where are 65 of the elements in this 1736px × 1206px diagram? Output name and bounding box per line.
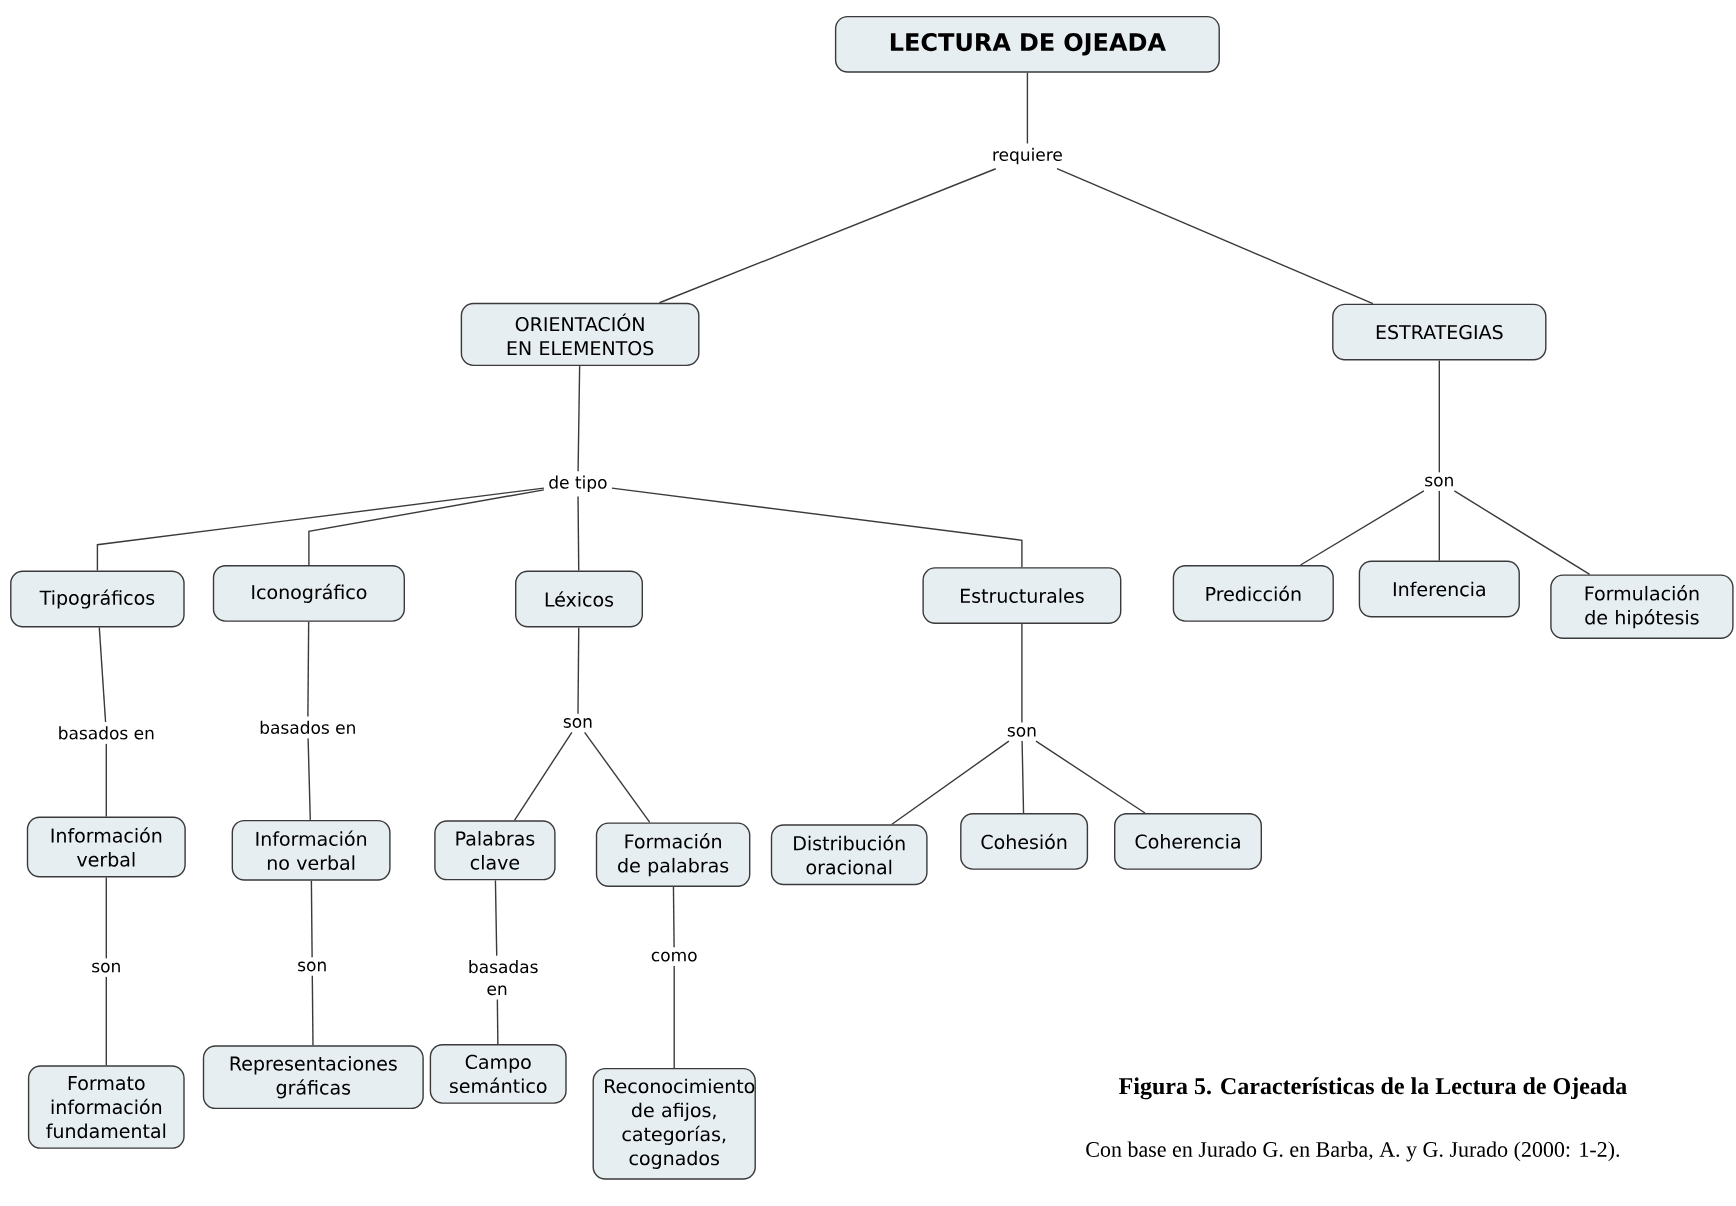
concept-box: Palabras clave: [434, 820, 556, 881]
connector-line: [105, 876, 107, 960]
connector-line: [891, 740, 1010, 825]
concept-box: Información verbal: [26, 816, 186, 878]
concept-box: Información no verbal: [231, 819, 391, 881]
concept-box: Reconocimiento de afijos, categorías, cognados: [592, 1067, 756, 1180]
concept-box: Formación de palabras: [595, 822, 751, 887]
linking-phrase: son: [293, 957, 332, 976]
connector-line: [673, 965, 675, 1069]
concept-box: ESTRATEGIAS: [1332, 303, 1547, 361]
connector-line: [1026, 72, 1029, 145]
concept-box: Distribución oracional: [770, 824, 928, 886]
connector-line: [105, 976, 107, 1067]
concept-box: Léxicos: [515, 570, 643, 628]
title-box: LECTURA DE OJEADA: [834, 15, 1220, 73]
concept-box: Representaciones gráficas: [202, 1045, 424, 1110]
connector-line: [611, 487, 1023, 568]
connector-line: [105, 743, 107, 818]
connector-line: [1056, 168, 1374, 305]
concept-box: Estructurales: [922, 567, 1122, 624]
concept-box: Tipográficos: [10, 570, 185, 628]
connector-line: [577, 365, 581, 472]
connector-line: [1035, 740, 1146, 814]
connector-line: [1299, 490, 1425, 566]
connector-line: [1021, 740, 1025, 814]
connector-line: [311, 975, 314, 1046]
connector-line: [658, 168, 997, 304]
concept-box: Cohesión: [960, 813, 1089, 870]
connector-line: [96, 487, 545, 572]
connector-line: [583, 731, 651, 824]
linking-phrase: son: [1420, 472, 1459, 491]
concept-box: Coherencia: [1114, 813, 1262, 870]
concept-box: Campo semántico: [429, 1044, 567, 1104]
connector-line: [1438, 359, 1440, 474]
connector-line: [672, 886, 675, 949]
connector-line: [307, 621, 310, 718]
linking-phrase: basadas en: [463, 956, 538, 1000]
connector-line: [494, 879, 498, 957]
linking-phrase: basados en: [53, 722, 159, 744]
linking-phrase: requiere: [987, 143, 1067, 169]
connector-line: [1021, 623, 1023, 724]
linking-phrase: son: [87, 958, 126, 977]
connector-line: [577, 626, 580, 715]
concept-box: Formato información fundamental: [27, 1065, 185, 1149]
linking-phrase: como: [646, 947, 702, 966]
connector-line: [98, 626, 107, 723]
source-note: Con base en Jurado G. en Barba, A. y G. Jurado (2000: 1-2).: [1086, 1141, 1620, 1162]
connector-line: [1438, 490, 1440, 562]
concept-box: Predicción: [1172, 565, 1334, 622]
connector-line: [307, 737, 311, 821]
linking-phrase: son: [558, 714, 597, 732]
connector-line: [577, 495, 580, 572]
connector-line: [310, 880, 313, 958]
linking-phrase: basados en: [255, 716, 361, 738]
connector-line: [1453, 490, 1591, 576]
linking-phrase: de tipo: [544, 471, 612, 497]
concept-box: Inferencia: [1358, 560, 1520, 618]
connector-line: [496, 998, 499, 1045]
connector-line: [513, 731, 573, 821]
figure-caption: Figura 5. Características de la Lectura de Ojeada: [1119, 1077, 1627, 1100]
concept-box: ORIENTACIÓN EN ELEMENTOS: [460, 302, 700, 367]
linking-phrase: son: [1002, 722, 1041, 741]
concept-box: Iconográfico: [212, 565, 405, 622]
concept-box: Formulación de hipótesis: [1550, 574, 1734, 639]
connector-line: [308, 489, 545, 566]
